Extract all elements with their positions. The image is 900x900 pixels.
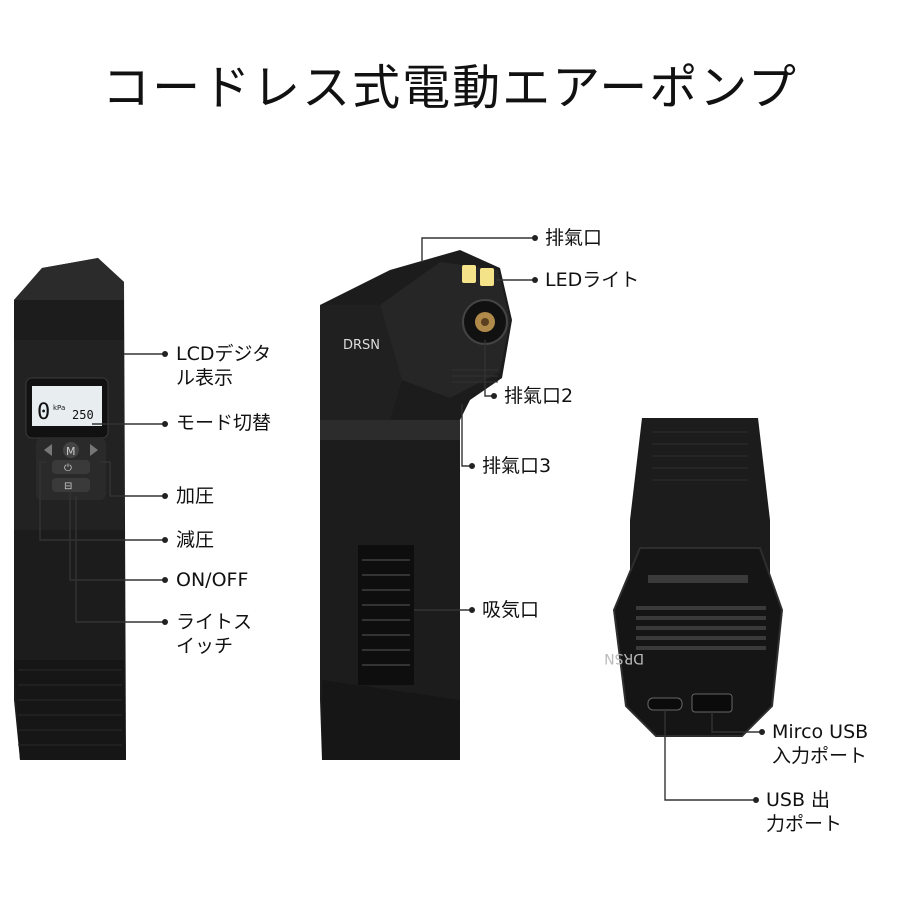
label-lcd-display: LCDデジタ ル表示	[176, 342, 271, 390]
power-button[interactable]	[52, 460, 90, 474]
side-vent	[452, 369, 498, 383]
power-icon: ⏻	[64, 463, 72, 474]
label-micro-usb-input: Mirco USB 入力ポート	[772, 720, 868, 768]
label-lcd-line2: ル表示	[176, 367, 234, 389]
label-exhaust: 排氣口	[545, 227, 603, 249]
lcd-target-value: 250	[72, 408, 94, 422]
increase-arrow-icon[interactable]	[90, 444, 98, 456]
label-light-switch: ライトス イッチ	[176, 610, 252, 658]
label-lcd-line1: LCDデジタ	[176, 343, 272, 365]
label-light-line2: イッチ	[176, 635, 234, 657]
label-led-light: LEDライト	[545, 269, 640, 291]
pump-side-view: DRSN	[320, 250, 512, 760]
mode-button[interactable]	[63, 442, 79, 458]
lcd-unit: kPa	[53, 404, 65, 412]
label-micro-usb-line1: Mirco USB	[772, 721, 869, 743]
usb-out-port[interactable]	[647, 697, 683, 711]
led-light	[462, 265, 494, 286]
intake-grille	[358, 545, 414, 685]
nozzle	[462, 299, 508, 345]
label-on-off: ON/OFF	[176, 569, 249, 591]
pump-bottom-view: DRSN	[604, 418, 784, 737]
light-switch-button[interactable]	[52, 478, 90, 492]
light-icon: ⊟	[64, 481, 72, 492]
decrease-arrow-icon[interactable]	[44, 444, 52, 456]
label-usb-out-line1: USB 出	[766, 789, 831, 811]
lcd-display: 0 kPa 250	[32, 386, 102, 426]
lcd-pressure-value: 0	[37, 400, 50, 425]
brand-logo: DRSN	[343, 338, 380, 353]
brand-logo-bottom: DRSN	[604, 650, 644, 666]
label-exhaust-3: 排氣口3	[482, 455, 552, 477]
micro-usb-in-port[interactable]	[691, 693, 733, 713]
mode-button-label: M	[66, 445, 76, 458]
label-exhaust-2: 排氣口2	[504, 385, 574, 407]
label-light-line1: ライトス	[176, 611, 253, 633]
label-increase: 加圧	[176, 485, 215, 507]
label-mode-switch: モード切替	[176, 412, 272, 434]
label-intake: 吸気口	[482, 599, 540, 621]
page-title: コードレス式電動エアーポンプ	[102, 60, 798, 116]
label-usb-out-line2: 力ポート	[766, 813, 843, 835]
label-decrease: 減圧	[176, 529, 215, 551]
label-usb-output: USB 出 力ポート	[766, 788, 842, 836]
label-micro-usb-line2: 入力ポート	[772, 745, 868, 767]
